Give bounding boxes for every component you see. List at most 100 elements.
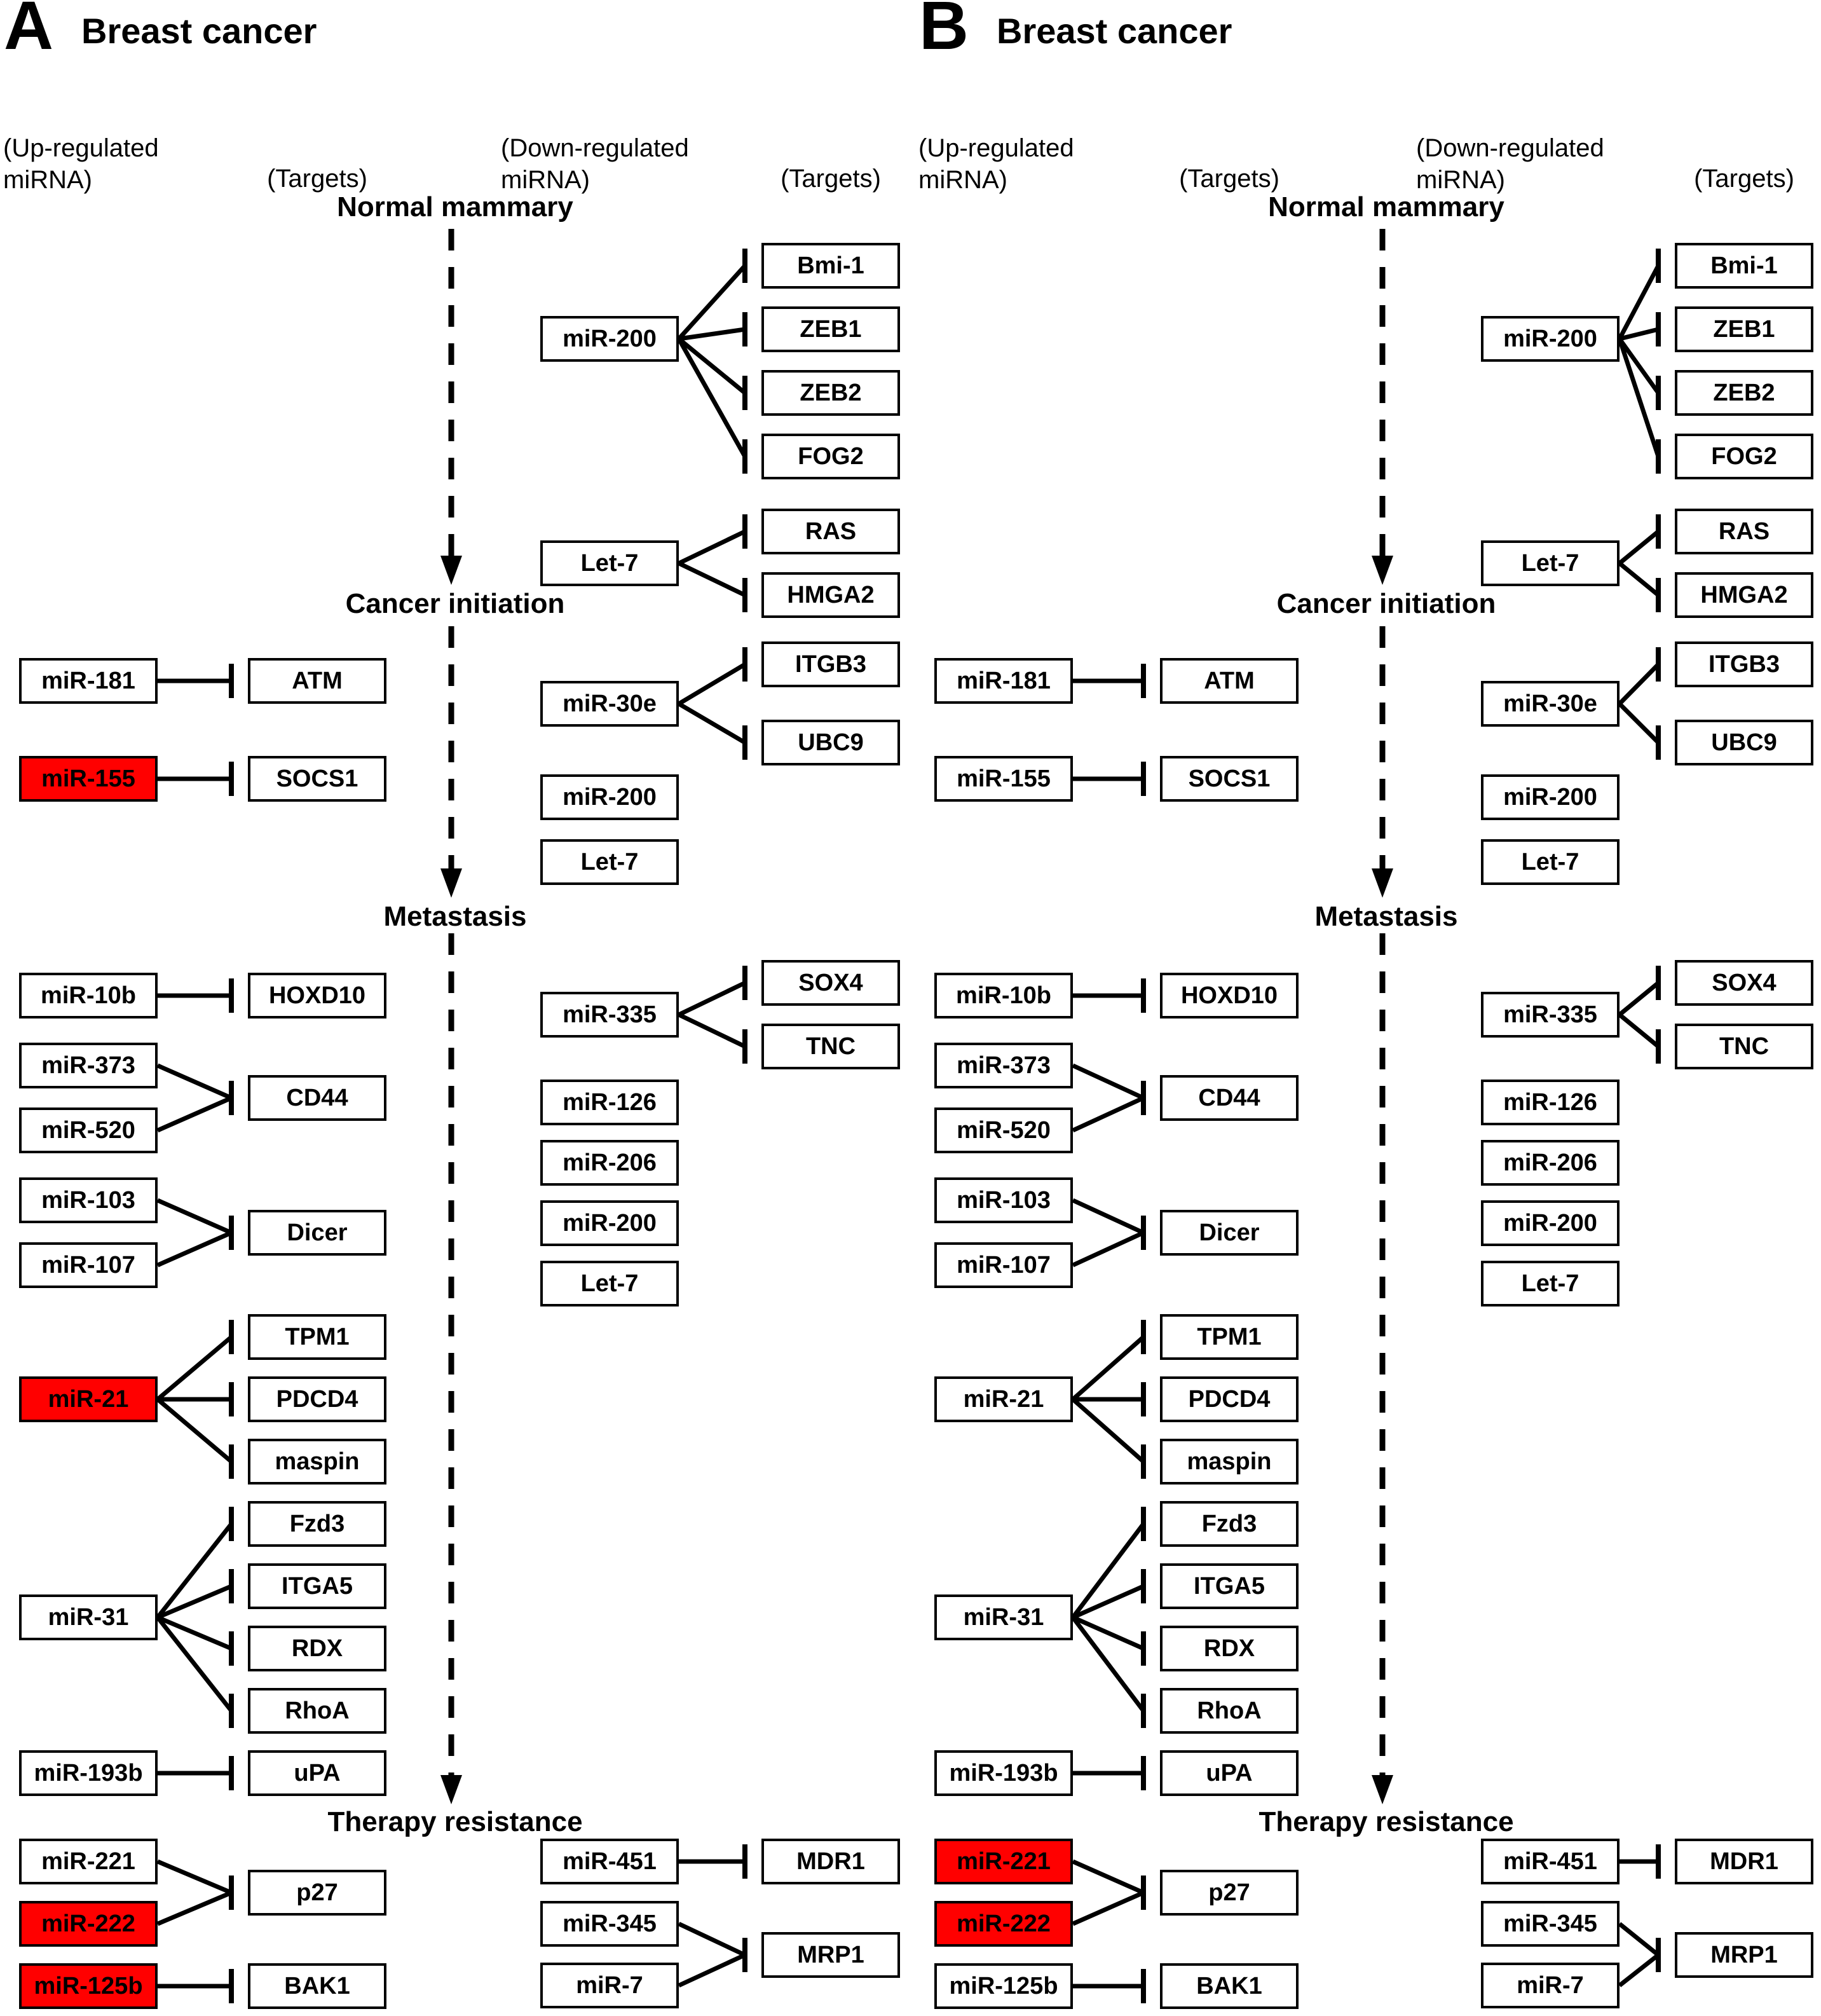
inhibition-line: [1618, 530, 1660, 565]
mir-31-box: miR-31: [19, 1594, 158, 1640]
mir-155-box: miR-155: [19, 756, 158, 802]
itgb3-box: ITGB3: [761, 641, 900, 687]
mir-520-box: miR-520: [19, 1107, 158, 1153]
progression-arrowhead-icon: [1372, 1775, 1393, 1804]
inhibition-line: [156, 1230, 233, 1268]
mir-30e-box: miR-30e: [540, 681, 679, 727]
inhibition-line: [156, 1095, 233, 1133]
let-7-ci-box: Let-7: [1481, 839, 1620, 885]
dicer-box: Dicer: [248, 1210, 386, 1256]
mir-200-ci-box: miR-200: [1481, 774, 1620, 820]
mir-125b-box: miR-125b: [934, 1963, 1073, 2009]
mir-451-box: miR-451: [540, 1839, 679, 1884]
cd44-box: CD44: [248, 1075, 386, 1121]
stage-label-metastasis: Metastasis: [1314, 901, 1458, 932]
inhibition-line: [1618, 702, 1660, 744]
inhibition-line: [1072, 1095, 1145, 1133]
header-downregulated-mirna: (Down-regulated miRNA): [501, 132, 689, 196]
header-line: miRNA): [918, 166, 1007, 194]
zeb1-box: ZEB1: [761, 306, 900, 352]
inhibition-line: [678, 980, 746, 1017]
inhibition-line: [156, 1522, 233, 1619]
mir-10b-box: miR-10b: [19, 973, 158, 1018]
cd44-box: CD44: [1160, 1075, 1299, 1121]
header-targets-right: (Targets): [781, 165, 881, 193]
mir-200-m-box: miR-200: [540, 1200, 679, 1246]
fzd3-box: Fzd3: [248, 1501, 386, 1547]
inhibition-line: [1617, 264, 1661, 340]
mir-200-nm-box: miR-200: [1481, 316, 1620, 362]
itgb3-box: ITGB3: [1675, 641, 1813, 687]
mir-103-box: miR-103: [934, 1177, 1073, 1223]
inhibition-line: [156, 1335, 233, 1401]
inhibition-line: [156, 1615, 233, 1651]
stage-label-normal-mammary: Normal mammary: [1268, 191, 1504, 223]
header-line: (Up-regulated: [918, 134, 1074, 162]
inhibition-line: [156, 1198, 233, 1235]
sox4-box: SOX4: [1675, 960, 1813, 1006]
atm-box: ATM: [1160, 658, 1299, 704]
mir-31-box: miR-31: [934, 1594, 1073, 1640]
mdr1-box: MDR1: [761, 1839, 900, 1884]
progression-arrowhead-icon: [440, 868, 462, 898]
mir-107-box: miR-107: [934, 1242, 1073, 1288]
upa-box: uPA: [248, 1750, 386, 1796]
fog2-box: FOG2: [761, 434, 900, 479]
header-line: (Down-regulated: [501, 134, 689, 162]
inhibition-line: [678, 1952, 746, 1988]
fzd3-box: Fzd3: [1160, 1501, 1299, 1547]
mir-335-box: miR-335: [1481, 992, 1620, 1038]
inhibition-line: [678, 529, 746, 566]
inhibition-line: [676, 338, 747, 458]
mir-107-box: miR-107: [19, 1242, 158, 1288]
ras-box: RAS: [761, 509, 900, 554]
connector-layer: [156, 229, 747, 2003]
sox4-box: SOX4: [761, 960, 900, 1006]
mir-181-box: miR-181: [19, 658, 158, 704]
mir-520-box: miR-520: [934, 1107, 1073, 1153]
mir-10b-box: miR-10b: [934, 973, 1073, 1018]
rdx-box: RDX: [248, 1626, 386, 1671]
progression-arrowhead-icon: [1372, 556, 1393, 585]
inhibition-line: [1071, 1397, 1145, 1464]
inhibition-line: [1072, 1615, 1145, 1651]
inhibition-line: [1071, 1615, 1145, 1713]
header-downregulated-mirna: (Down-regulated miRNA): [1416, 132, 1604, 196]
header-line: miRNA): [1416, 166, 1505, 194]
maspin-box: maspin: [248, 1439, 386, 1485]
inhibition-line: [1618, 561, 1660, 597]
mir-21-box: miR-21: [19, 1376, 158, 1422]
mir-103-box: miR-103: [19, 1177, 158, 1223]
mir-7-box: miR-7: [1481, 1963, 1620, 2008]
header-line: miRNA): [3, 166, 92, 194]
inhibition-line: [677, 264, 747, 341]
let-7-nm-box: Let-7: [540, 540, 679, 586]
inhibition-line: [1618, 1013, 1660, 1048]
hoxd10-box: HOXD10: [1160, 973, 1299, 1018]
zeb2-box: ZEB2: [761, 370, 900, 416]
mir-200-m-box: miR-200: [1481, 1200, 1620, 1246]
mir-21-box: miR-21: [934, 1376, 1073, 1422]
mrp1-box: MRP1: [1675, 1932, 1813, 1978]
connector-layer: [1071, 229, 1661, 2003]
stage-label-cancer-initiation: Cancer initiation: [345, 588, 565, 619]
mir-193b-box: miR-193b: [19, 1750, 158, 1796]
progression-arrowhead-icon: [440, 1775, 462, 1804]
inhibition-line: [1618, 981, 1660, 1017]
let-7-m-box: Let-7: [540, 1261, 679, 1306]
mir-126-box: miR-126: [540, 1080, 679, 1125]
inhibition-line: [1072, 1584, 1145, 1620]
header-targets-left: (Targets): [267, 165, 367, 193]
header-targets-right: (Targets): [1694, 165, 1794, 193]
mir-451-box: miR-451: [1481, 1839, 1620, 1884]
tnc-box: TNC: [1675, 1024, 1813, 1069]
inhibition-line: [1617, 338, 1661, 458]
atm-box: ATM: [248, 658, 386, 704]
inhibition-line: [156, 1063, 233, 1101]
rdx-box: RDX: [1160, 1626, 1299, 1671]
inhibition-line: [678, 701, 746, 745]
let-7-ci-box: Let-7: [540, 839, 679, 885]
inhibition-line: [156, 1615, 233, 1713]
mir-193b-box: miR-193b: [934, 1750, 1073, 1796]
inhibition-line: [1072, 1890, 1145, 1926]
